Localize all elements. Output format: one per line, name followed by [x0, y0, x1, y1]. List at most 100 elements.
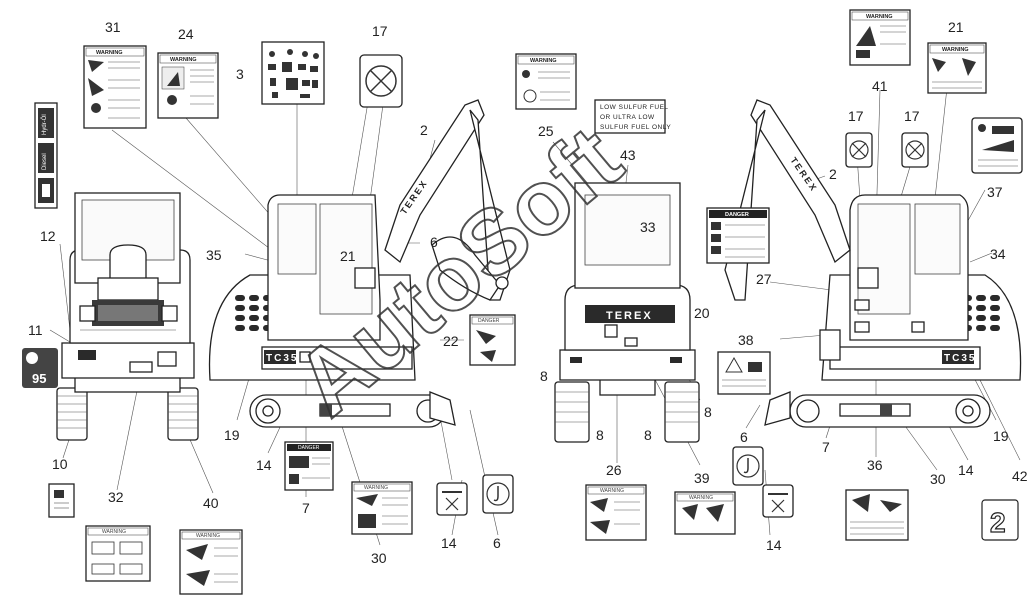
decal-32-warning: WARNING [85, 525, 151, 582]
decal-30-warning-left: WARNING [351, 481, 413, 535]
callout-34: 34 [990, 246, 1006, 262]
decal-3-pictograms [261, 41, 325, 105]
decal-22: DANGER [469, 314, 516, 366]
callout-24: 24 [178, 26, 194, 42]
callout-10: 10 [52, 456, 68, 472]
decal-10 [48, 483, 75, 518]
callout-8-d: 8 [644, 427, 652, 443]
callout-numbers: 31 24 3 17 2 6 35 21 12 11 10 32 40 19 1… [28, 19, 1028, 566]
model-label-right: TC35 [944, 353, 976, 364]
decal-hydraulic-text: Hydr-Öl [41, 114, 48, 135]
decal-24-warning: WARNING [157, 52, 219, 119]
callout-33: 33 [640, 219, 656, 235]
decal-26-warning: WARNING [585, 484, 647, 541]
decal-31-warning: WARNING [83, 45, 147, 129]
decal-32-warning-text: WARNING [102, 529, 126, 535]
callout-22: 22 [443, 333, 459, 349]
decal-40-warning-text: WARNING [196, 533, 220, 539]
callout-21-left: 21 [340, 248, 356, 264]
decal-26-warning-text: WARNING [600, 488, 624, 494]
decal-17-no-step-right-a [845, 132, 873, 168]
brand-label-front: TEREX [606, 310, 653, 322]
decal-37 [971, 117, 1023, 174]
fuel-line-2: OR ULTRA LOW [600, 114, 655, 121]
callout-30-right: 30 [930, 471, 946, 487]
decal-11: 95 [22, 348, 58, 388]
callout-3: 3 [236, 66, 244, 82]
callout-36: 36 [867, 457, 883, 473]
callout-8-a: 8 [540, 368, 548, 384]
decal-7-danger: DANGER [284, 441, 334, 491]
decal-22-danger-text: DANGER [478, 318, 500, 324]
decal-danger-33: DANGER [706, 207, 770, 264]
decal-40-warning: WARNING [179, 529, 243, 595]
decal-38 [717, 351, 771, 395]
callout-11: 11 [28, 322, 43, 338]
rear-view-excavator [56, 192, 199, 441]
callout-2-left: 2 [420, 122, 428, 138]
decal-24-warning-text: WARNING [170, 57, 197, 63]
decal-42: 2 [981, 499, 1019, 541]
callout-37: 37 [987, 184, 1003, 200]
decal-12-fuel-labels: Hydr-Öl Diesel [34, 102, 58, 209]
decal-42-value: 2 [990, 507, 1006, 538]
decal-21-warning-right: WARNING [927, 42, 987, 94]
callout-8-b: 8 [704, 404, 712, 420]
callout-31: 31 [105, 19, 121, 35]
callout-7-left: 7 [302, 500, 310, 516]
decal-7-danger-text: DANGER [298, 445, 320, 451]
fuel-line-1: LOW SULFUR FUEL [600, 104, 669, 111]
callout-14-bottom-right: 14 [766, 537, 782, 553]
callout-32: 32 [108, 489, 124, 505]
decal-41-warning-text: WARNING [866, 14, 893, 20]
decal-36 [845, 489, 909, 541]
decal-14-crush-right [762, 484, 794, 518]
decal-fuel-notice: LOW SULFUR FUEL OR ULTRA LOW SULFUR FUEL… [594, 99, 671, 134]
decal-30-warning-text: WARNING [364, 485, 388, 491]
callout-27: 27 [756, 271, 772, 287]
decal-17-no-step-left [359, 54, 403, 108]
callout-14-mid: 14 [441, 535, 457, 551]
decal-6-hook-right [732, 446, 764, 486]
decal-11-value: 95 [32, 371, 46, 386]
right-side-excavator: TC35 TEREX [724, 99, 1022, 428]
callout-25: 25 [538, 123, 554, 139]
callout-43: 43 [620, 147, 636, 163]
callout-38: 38 [738, 332, 754, 348]
callout-17-right-a: 17 [848, 108, 864, 124]
decal-21-warning-text: WARNING [942, 47, 969, 53]
callout-14-left: 14 [256, 457, 272, 473]
callout-21-right: 21 [948, 19, 964, 35]
decal-31-warning-text: WARNING [96, 50, 123, 56]
decal-25-warning-text: WARNING [530, 58, 557, 64]
callout-40: 40 [203, 495, 219, 511]
model-label-left: TC35 [266, 353, 298, 364]
callout-41: 41 [872, 78, 888, 94]
decal-33-danger-text: DANGER [725, 212, 749, 218]
callout-8-c: 8 [596, 427, 604, 443]
callout-17-left: 17 [372, 23, 388, 39]
callout-6-right: 6 [740, 429, 748, 445]
callout-42: 42 [1012, 468, 1028, 484]
decal-diesel-text: Diesel [42, 153, 48, 170]
callout-39: 39 [694, 470, 710, 486]
callout-17-right-b: 17 [904, 108, 920, 124]
callout-20: 20 [694, 305, 710, 321]
callout-7-right: 7 [822, 439, 830, 455]
decal-39-warning-text: WARNING [689, 495, 713, 501]
callout-19-right: 19 [993, 428, 1009, 444]
callout-35: 35 [206, 247, 222, 263]
decal-14-crush-left [436, 482, 468, 516]
fuel-line-3: SULFUR FUEL ONLY [600, 124, 671, 131]
callout-30-left: 30 [371, 550, 387, 566]
decal-6-hook-left [482, 474, 514, 514]
front-view-excavator: TEREX [554, 182, 700, 443]
callout-6-upper: 6 [430, 234, 438, 250]
callout-19-left: 19 [224, 427, 240, 443]
callout-14-right: 14 [958, 462, 974, 478]
decal-17-no-step-right-b [901, 132, 929, 168]
callout-12: 12 [40, 228, 56, 244]
callout-26: 26 [606, 462, 622, 478]
callout-2-right: 2 [829, 166, 837, 182]
